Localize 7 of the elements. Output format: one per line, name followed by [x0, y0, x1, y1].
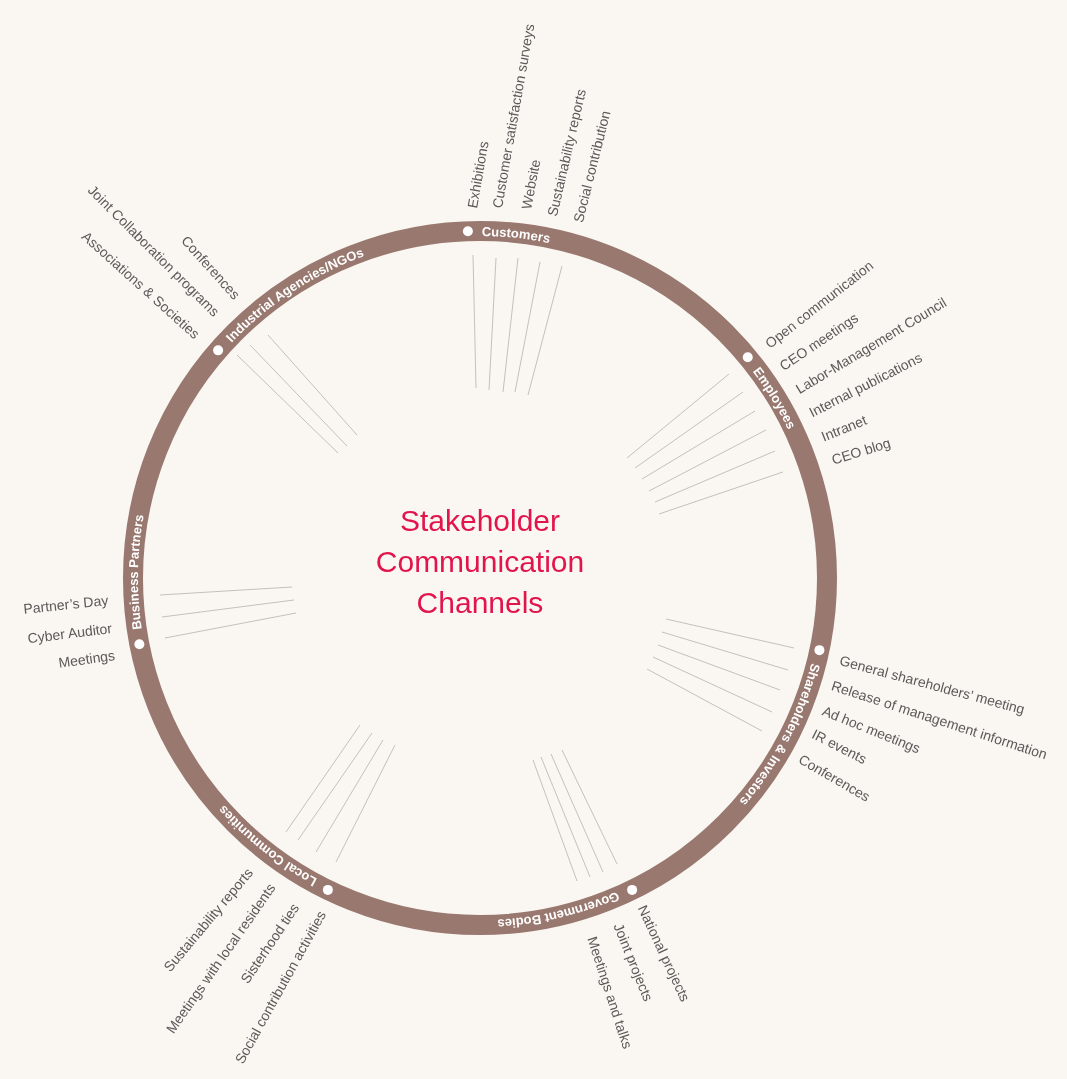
channel-label: Website [517, 157, 545, 211]
group-label: Customers [481, 223, 552, 246]
diagram-title: Stakeholder Communication Channels [374, 503, 586, 621]
channel-label: Meetings [57, 646, 117, 673]
channel-label: Exhibitions [463, 139, 493, 210]
channel-label: Cyber Auditor [26, 619, 114, 649]
channel-label: Partner’s Day [22, 591, 110, 619]
